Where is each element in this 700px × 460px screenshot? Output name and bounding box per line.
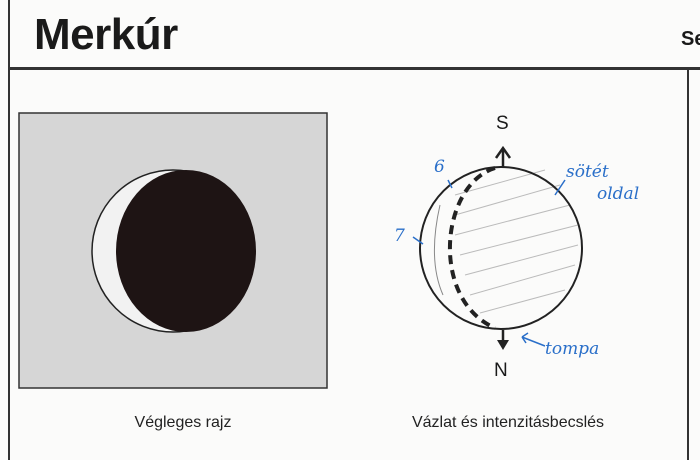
caption-final-drawing: Végleges rajz: [134, 414, 232, 431]
cut-off-heading: Se: [681, 28, 700, 50]
limb-brightening: [433, 204, 444, 296]
annotation-dark-side-1: sötét: [566, 162, 609, 182]
frame-left-border: [8, 0, 10, 460]
direction-south-label: S: [496, 113, 509, 134]
annotation-7: 7: [394, 226, 405, 246]
annotation-dark-side-2: oldal: [597, 184, 640, 204]
caption-sketch: Vázlat és intenzitásbecslés: [411, 414, 605, 431]
direction-north-label: N: [494, 360, 508, 381]
page-title: Merkúr: [34, 10, 178, 59]
planet-outline: [419, 166, 583, 330]
annotation-6: 6: [434, 157, 445, 177]
column-divider: [687, 69, 689, 460]
north-arrowhead-icon: [497, 340, 509, 350]
hatching: [454, 169, 579, 314]
annotation-blunt: tompa: [545, 339, 600, 359]
terminator-dashed: [448, 166, 496, 330]
header-divider: [8, 67, 700, 70]
south-arrowhead-icon: [494, 145, 512, 159]
dark-side: [116, 170, 256, 332]
